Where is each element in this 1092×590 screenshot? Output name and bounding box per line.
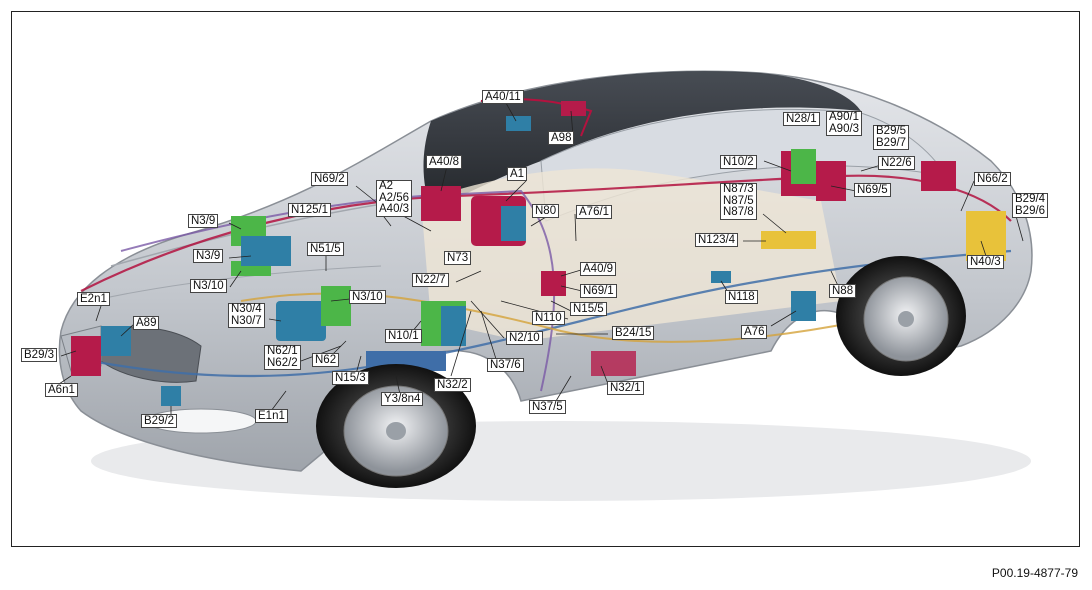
label-n40-3: N40/3 — [967, 255, 1004, 269]
label-n87-5: N87/5 — [723, 194, 754, 207]
label-b29-4a: B29/4 — [1015, 193, 1046, 205]
label-a2: A2 A2/56 A40/3 — [376, 180, 413, 217]
label-n51-5: N51/5 — [307, 242, 344, 256]
label-a90: A90/1 A90/3 — [826, 111, 863, 136]
label-y3-8n4: Y3/8n4 — [381, 392, 424, 406]
label-n62-1a: N62/1 — [267, 345, 298, 357]
label-a89: A89 — [133, 316, 160, 330]
label-n69-2: N69/2 — [311, 172, 348, 186]
label-n110: N110 — [532, 311, 565, 325]
label-n62-2: N62/2 — [267, 356, 298, 369]
label-n10-1: N10/1 — [385, 329, 422, 343]
label-n22-6: N22/6 — [878, 156, 915, 170]
label-n87: N87/3 N87/5 N87/8 — [720, 183, 757, 220]
label-a40-11: A40/11 — [482, 90, 524, 104]
label-n15-5: N15/5 — [570, 302, 607, 316]
label-n66-2: N66/2 — [974, 172, 1011, 186]
label-e1n1: E1n1 — [255, 409, 288, 423]
label-a98: A98 — [548, 131, 575, 145]
label-n87-3: N87/3 — [723, 183, 754, 195]
label-n73: N73 — [444, 251, 472, 265]
label-e2n1: E2n1 — [77, 292, 110, 306]
label-n69-1: N69/1 — [580, 284, 617, 298]
label-a40-8: A40/8 — [426, 155, 463, 169]
label-n2-10: N2/10 — [506, 331, 543, 345]
label-a40-3: A40/3 — [379, 203, 410, 215]
label-a90-1: A90/1 — [829, 111, 860, 123]
label-n69-5: N69/5 — [854, 183, 891, 197]
label-n15-3: N15/3 — [332, 371, 369, 385]
label-n62-1: N62/1 N62/2 — [264, 345, 301, 370]
diagram-frame — [11, 11, 1080, 547]
label-n32-2: N32/2 — [434, 378, 471, 392]
label-n28-1: N28/1 — [783, 112, 820, 126]
label-n3-10a: N3/10 — [190, 279, 227, 293]
label-n30-7: N30/7 — [231, 314, 262, 327]
label-n37-6: N37/6 — [487, 358, 524, 372]
label-n32-1: N32/1 — [607, 381, 644, 395]
label-a2-56: A2/56 — [379, 191, 410, 204]
label-n30: N30/4 N30/7 — [228, 303, 265, 328]
label-n3-9b: N3/9 — [193, 249, 224, 263]
car-illustration — [55, 70, 1033, 501]
label-n37-5: N37/5 — [529, 400, 566, 414]
rear-wheel — [836, 256, 966, 376]
label-n118: N118 — [725, 290, 758, 304]
label-b29-5: B29/5 B29/7 — [873, 125, 910, 150]
label-n125-1: N125/1 — [288, 203, 332, 217]
label-n123-4: N123/4 — [695, 233, 739, 247]
label-n3-10b: N3/10 — [349, 290, 386, 304]
label-b29-4: B29/4 B29/6 — [1012, 193, 1049, 218]
roof-glass — [423, 71, 861, 211]
label-a2a: A2 — [379, 180, 394, 192]
label-n22-7: N22/7 — [412, 273, 449, 287]
label-n30-4: N30/4 — [231, 303, 262, 315]
label-n62: N62 — [312, 353, 340, 367]
label-n3-9a: N3/9 — [188, 214, 219, 228]
label-b29-5a: B29/5 — [876, 125, 907, 137]
label-b29-7: B29/7 — [876, 136, 907, 149]
label-a76-1: A76/1 — [576, 205, 613, 219]
label-n88: N88 — [829, 284, 857, 298]
label-n87-8: N87/8 — [723, 206, 754, 218]
label-a76: A76 — [741, 325, 768, 339]
label-n80: N80 — [532, 204, 560, 218]
label-a1: A1 — [507, 167, 528, 181]
label-b29-6: B29/6 — [1015, 204, 1046, 217]
label-a40-9: A40/9 — [580, 262, 617, 276]
label-b24-15: B24/15 — [612, 326, 655, 340]
label-a90-3: A90/3 — [829, 122, 860, 135]
reference-number: P00.19-4877-79 — [991, 566, 1078, 580]
label-n10-2: N10/2 — [720, 155, 757, 169]
label-b29-3: B29/3 — [21, 348, 58, 362]
front-wheel — [316, 364, 476, 488]
label-a6n1: A6n1 — [45, 383, 78, 397]
label-b29-2: B29/2 — [141, 414, 178, 428]
